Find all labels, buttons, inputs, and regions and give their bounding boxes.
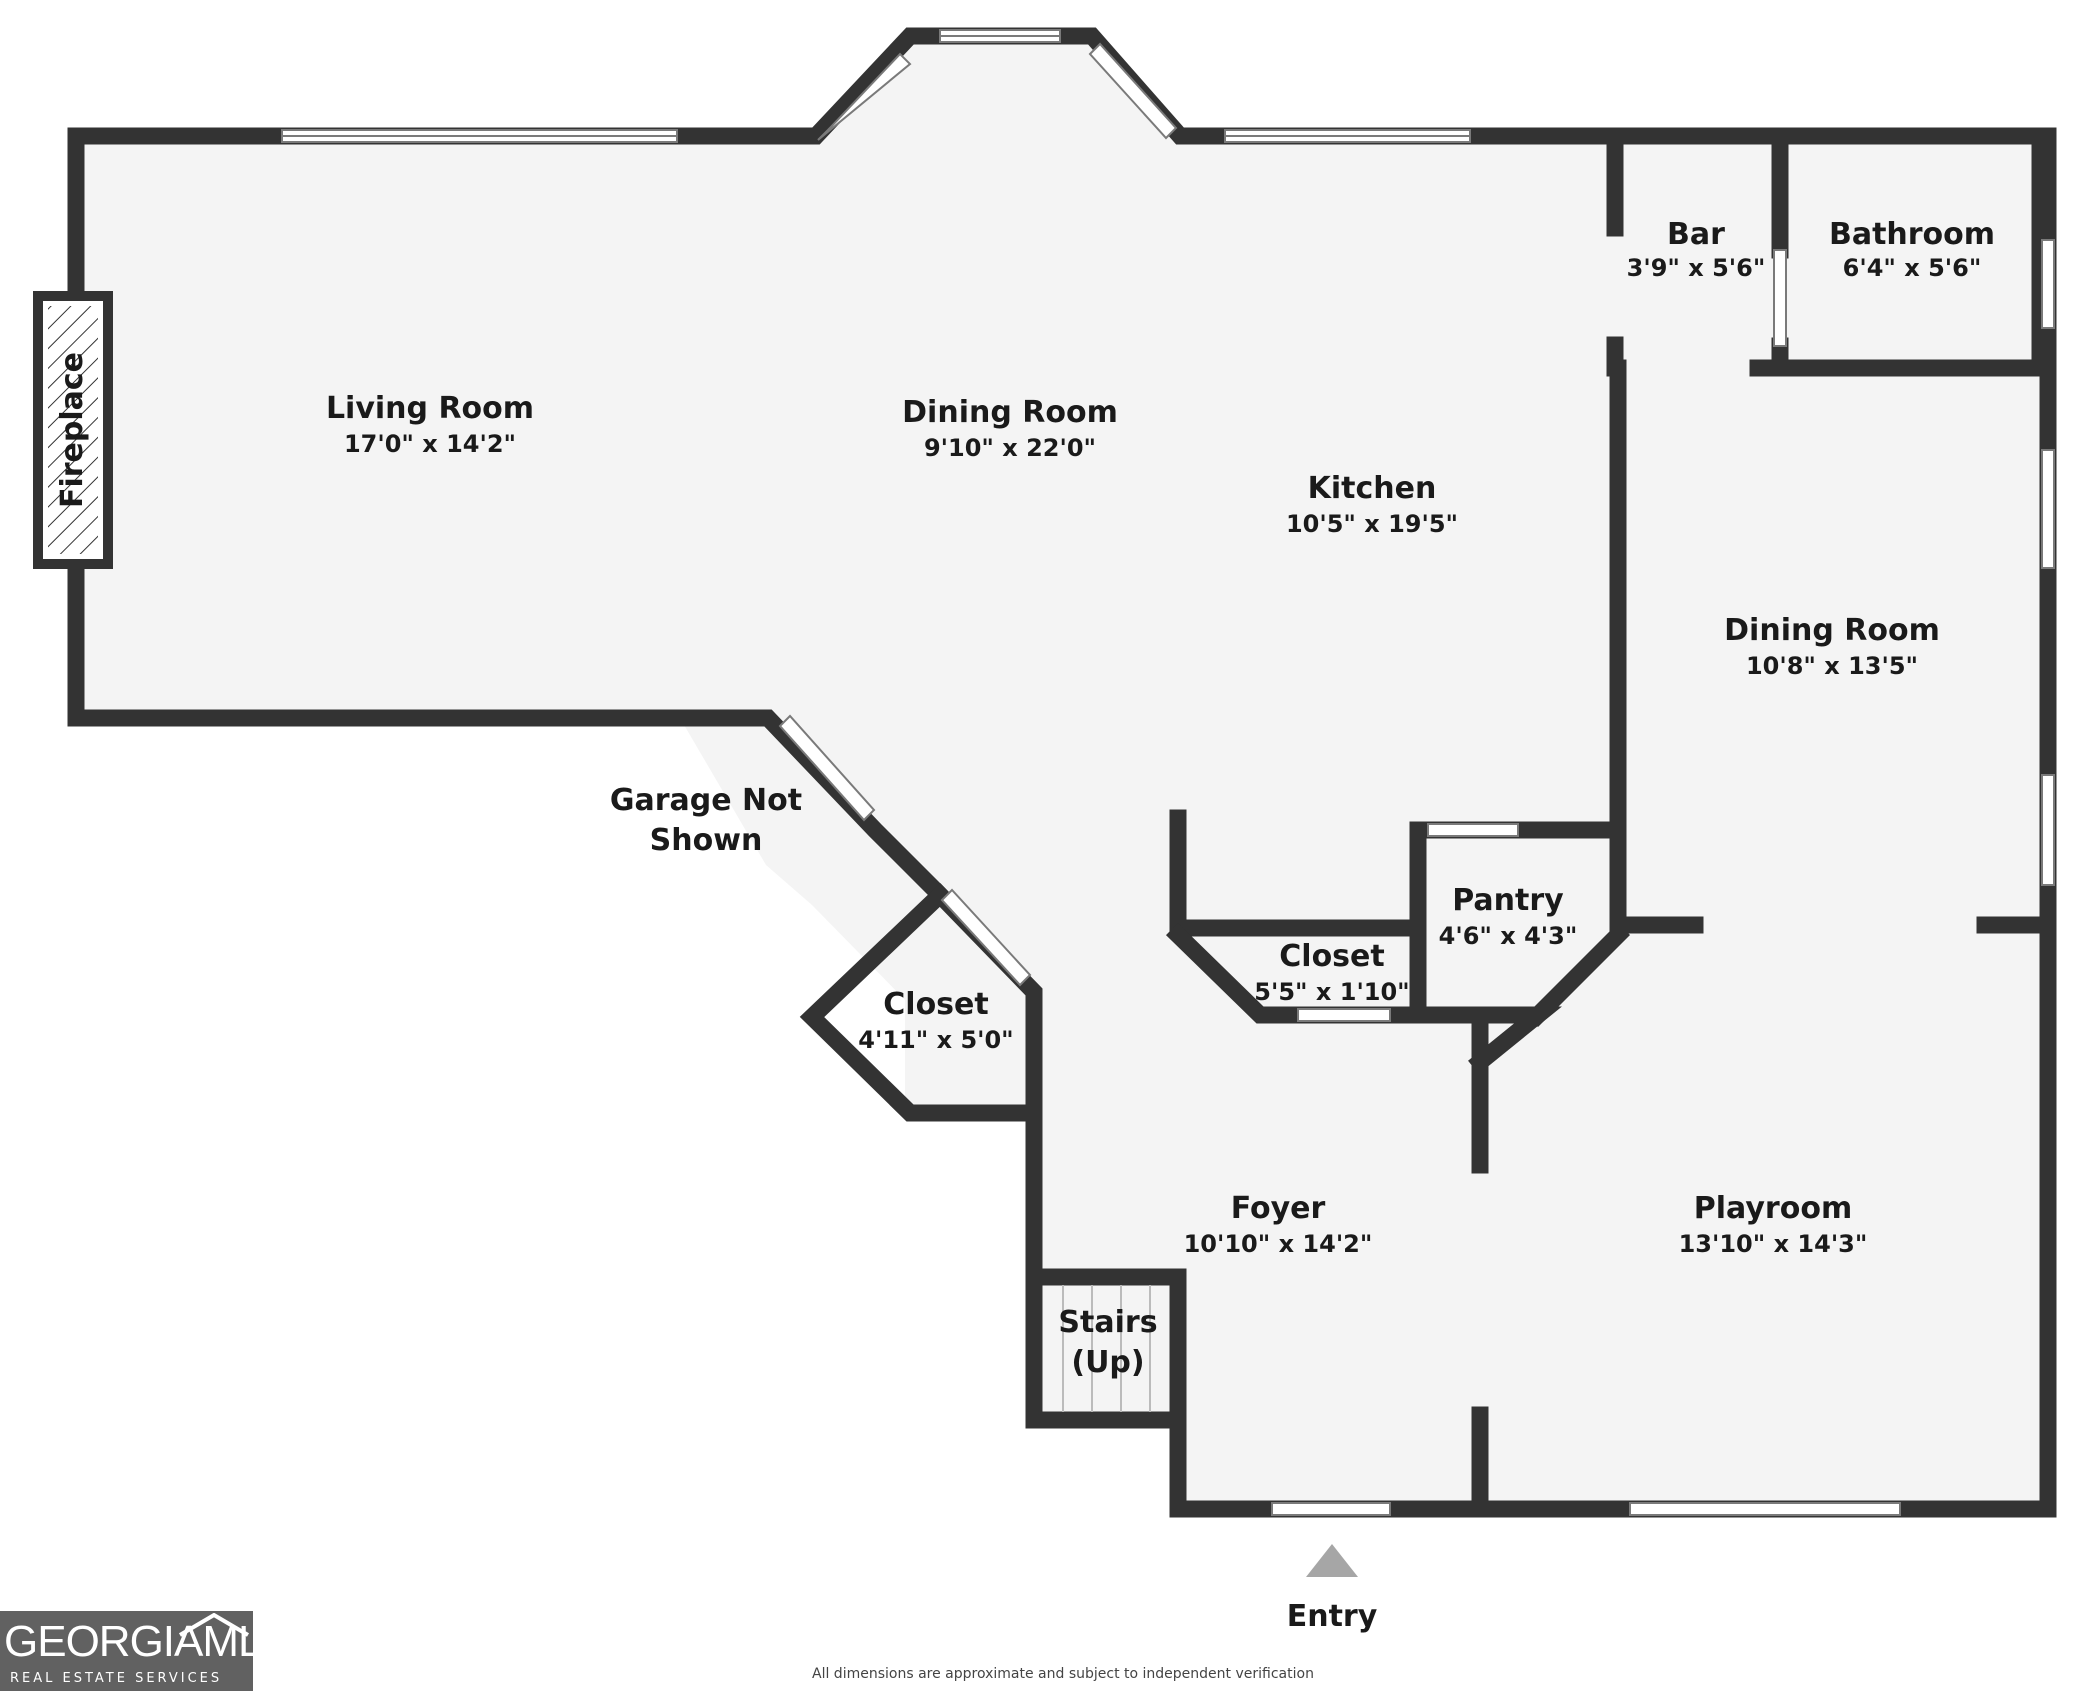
entry-arrow: [1306, 1544, 1358, 1577]
room-name-bathroom: Bathroom: [1829, 217, 1995, 252]
room-name-playroom: Playroom: [1694, 1191, 1852, 1226]
garage-label-line1: Garage Not: [610, 783, 802, 818]
garage-label-line2: Shown: [650, 823, 763, 858]
floor-area: [76, 36, 2048, 1509]
room-name-living-room: Living Room: [326, 391, 534, 426]
room-dims-pantry: 4'6" x 4'3": [1439, 922, 1578, 950]
room-dims-closet-2: 4'11" x 5'0": [858, 1026, 1013, 1054]
room-name-pantry: Pantry: [1452, 883, 1564, 918]
room-dims-playroom: 13'10" x 14'3": [1679, 1230, 1868, 1258]
room-name-dining-room: Dining Room: [902, 395, 1118, 430]
room-name-foyer: Foyer: [1231, 1191, 1326, 1226]
wall-pantry-south: [1525, 922, 1631, 1028]
logo-tagline: REAL ESTATE SERVICES: [10, 1671, 223, 1686]
fireplace-hatch: [48, 306, 98, 554]
room-dims-bar: 3'9" x 5'6": [1627, 254, 1766, 282]
wall-closet-south: [1165, 922, 1562, 1074]
room-name-kitchen: Kitchen: [1308, 471, 1437, 506]
georgiamls-logo: GEORGIAMLS REAL ESTATE SERVICES: [0, 1611, 291, 1691]
room-dims-closet: 5'5" x 1'10": [1254, 978, 1409, 1006]
room-dims-kitchen: 10'5" x 19'5": [1286, 510, 1458, 538]
wall-stairs: [1025, 1268, 1187, 1429]
room-dims-foyer: 10'10" x 14'2": [1184, 1230, 1373, 1258]
room-dims-bathroom: 6'4" x 5'6": [1843, 254, 1982, 282]
fireplace-label: Fireplace: [55, 352, 90, 508]
disclaimer-text: All dimensions are approximate and subje…: [812, 1666, 1314, 1682]
logo-name: GEORGIAMLS: [4, 1617, 291, 1666]
room-name-bar: Bar: [1667, 217, 1725, 252]
room-name-dining-room-2: Dining Room: [1724, 613, 1940, 648]
wall-closet2: [799, 882, 1043, 1122]
stairs-label-line2: (Up): [1071, 1345, 1144, 1380]
outer-wall-west: [67, 559, 1043, 1279]
room-name-closet: Closet: [1279, 939, 1384, 974]
windows: [281, 29, 2055, 1516]
room-name-closet-2: Closet: [883, 987, 988, 1022]
room-dims-dining-room-2: 10'8" x 13'5": [1746, 652, 1918, 680]
stairs-label-line1: Stairs: [1058, 1305, 1157, 1340]
stairs-treads: [1062, 1285, 1151, 1412]
room-dims-living-room: 17'0" x 14'2": [344, 430, 516, 458]
roof-icon: [178, 1613, 250, 1637]
entry-label: Entry: [1287, 1599, 1378, 1634]
room-dims-dining-room: 9'10" x 22'0": [924, 434, 1096, 462]
